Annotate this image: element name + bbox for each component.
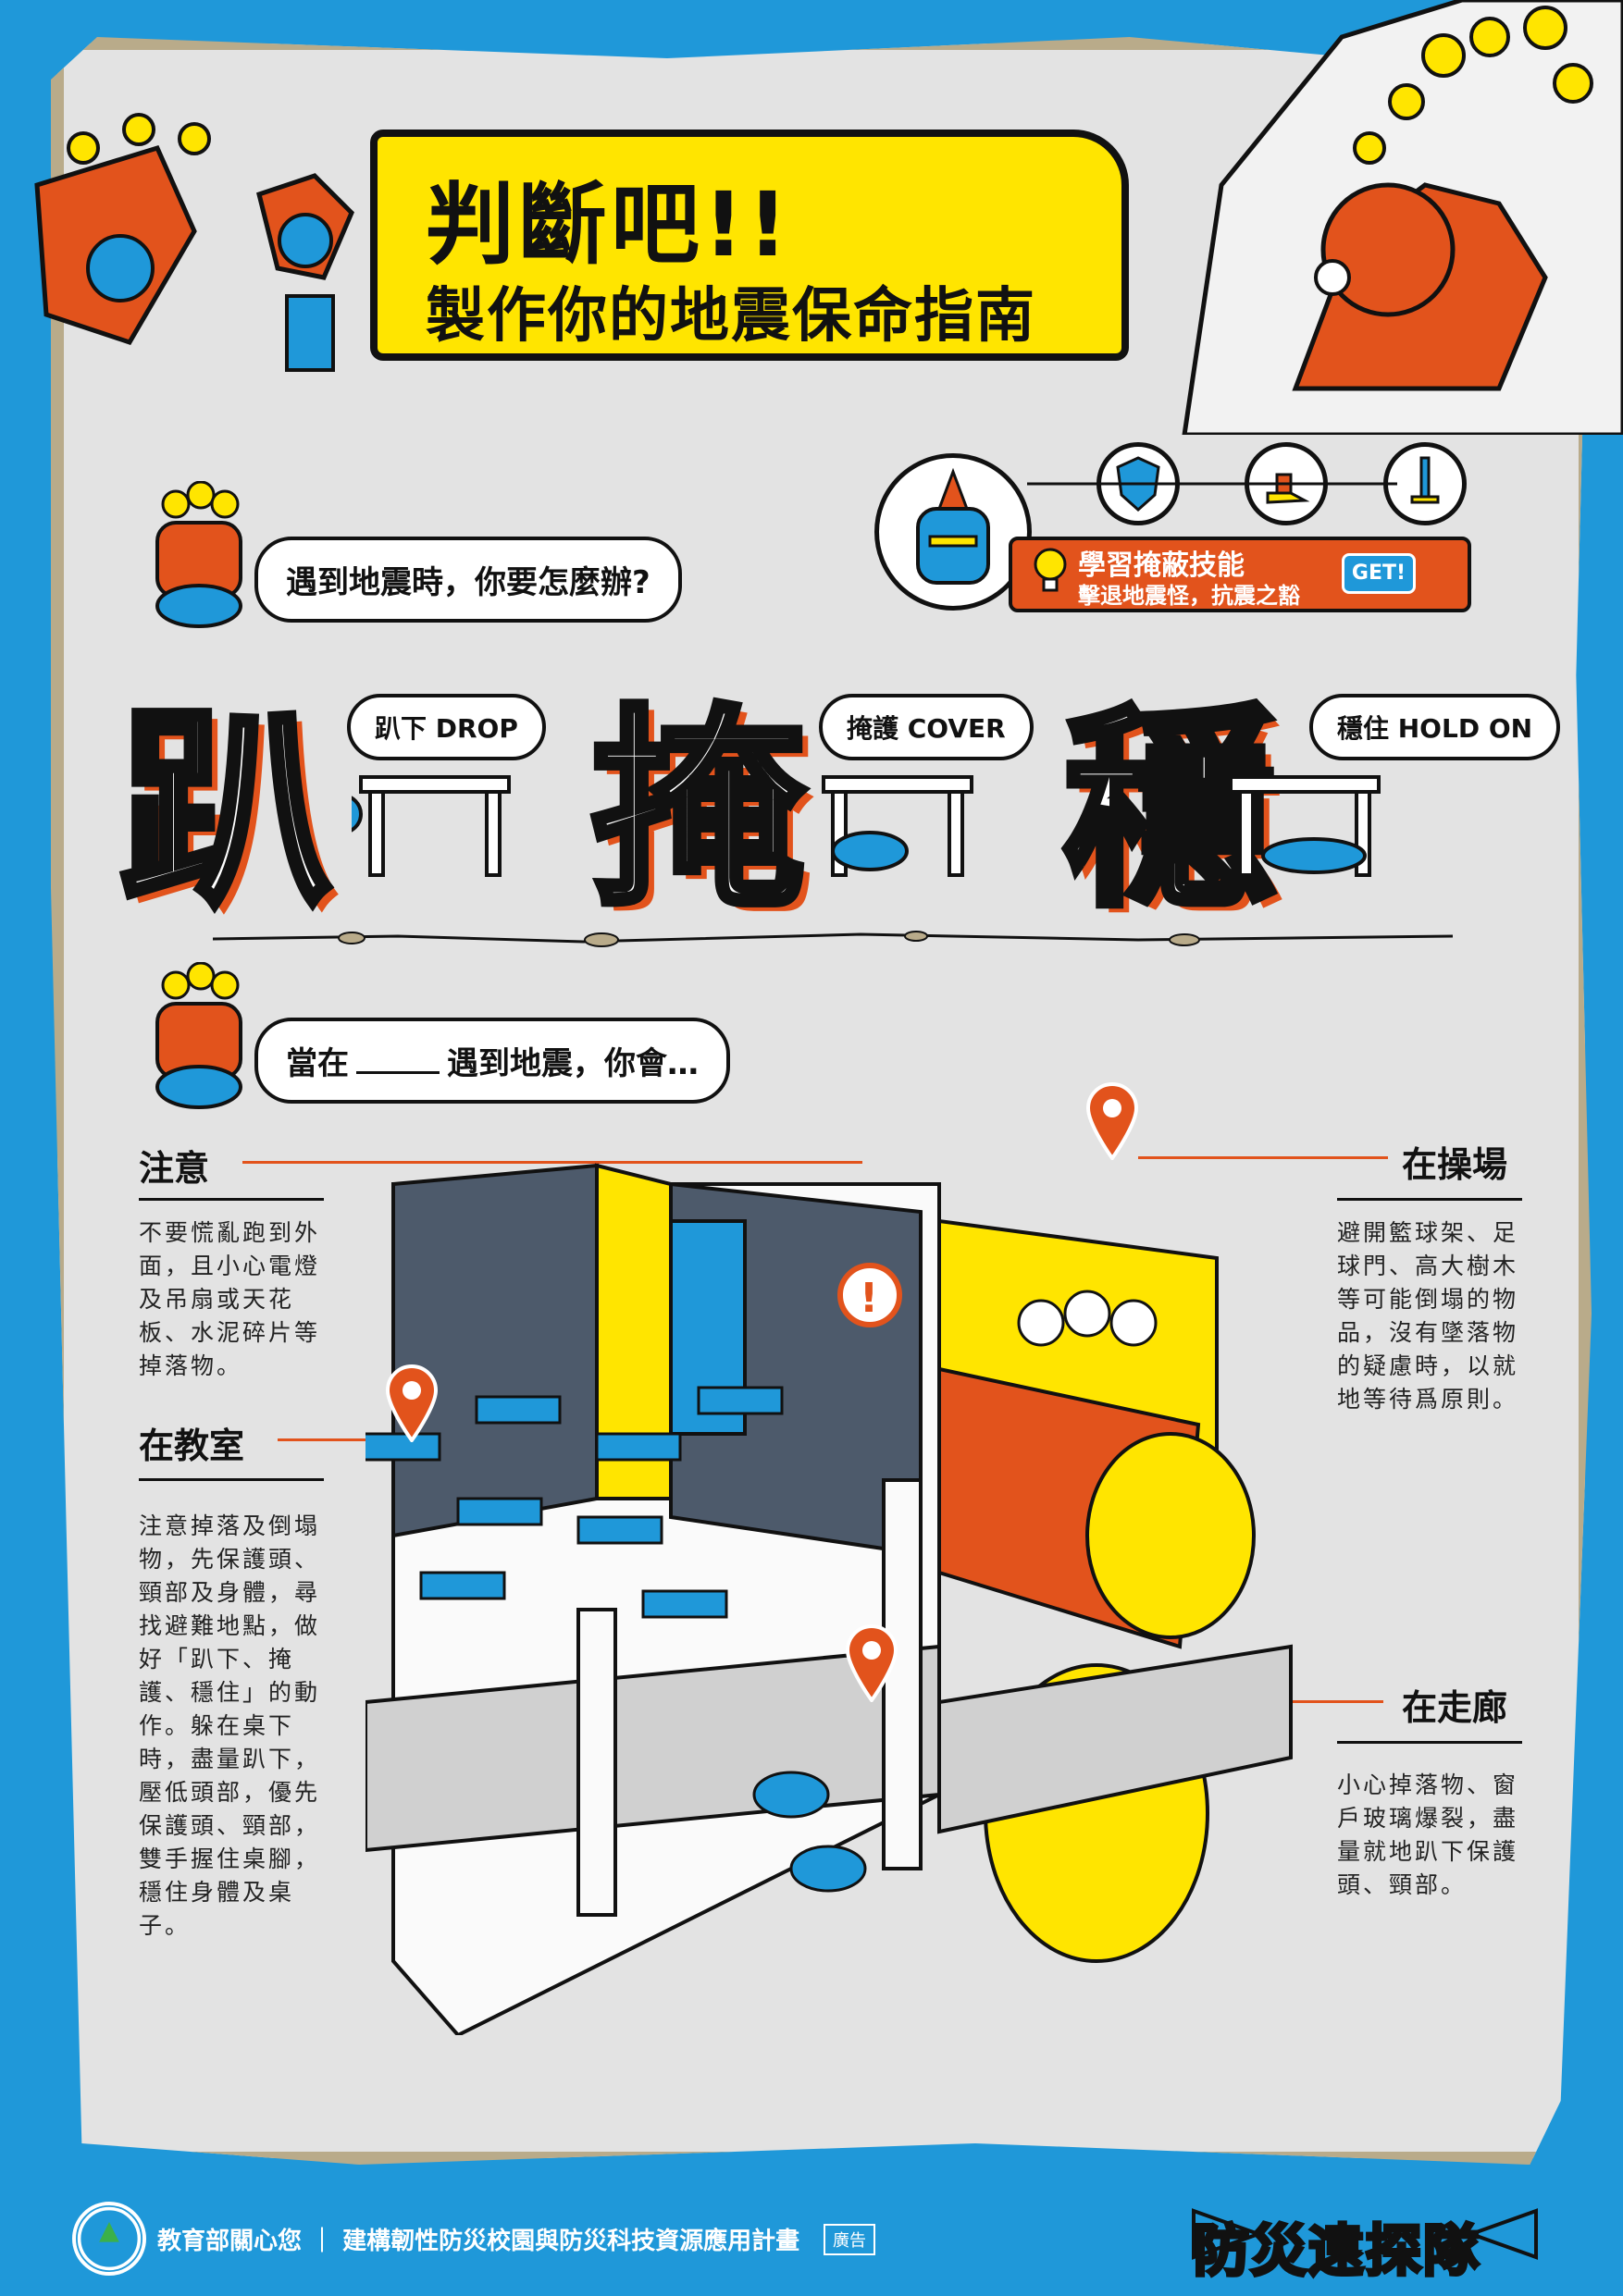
step-char-cover: 掩: [588, 685, 809, 939]
step-char-drop: 趴: [117, 685, 337, 939]
svg-text:!: !: [860, 1275, 878, 1322]
question-2-prefix: 當在: [286, 1045, 349, 1082]
corridor-rule: [1337, 1741, 1522, 1744]
bull-mascot-icon-2: [155, 962, 242, 1109]
desk-cover-illustration: [822, 775, 973, 877]
question-bubble-2: 當在 遇到地震，你會…: [254, 1018, 730, 1104]
map-pin-icon-classroom: [385, 1364, 439, 1442]
footer-ad-tag: 廣告: [824, 2224, 875, 2255]
step-label-hold: 穩住 HOLD ON: [1309, 694, 1561, 760]
page-title: 判斷吧!!: [426, 173, 792, 277]
playground-rule: [1337, 1198, 1522, 1201]
sword-icon: [1410, 456, 1440, 504]
title-banner: [370, 130, 1129, 361]
corridor-text: 小心掉落物、窗戶玻璃爆裂，盡量就地趴下保護頭、頸部。: [1337, 1771, 1519, 1898]
step-label-drop: 趴下 DROP: [347, 694, 546, 760]
knight-helmet-medal: [874, 453, 1032, 611]
lightbulb-icon: [1034, 548, 1067, 592]
desk-hold-illustration: [1229, 775, 1381, 877]
classroom-title: 在教室: [139, 1426, 245, 1466]
desk-drop-illustration: [352, 775, 511, 877]
playground-text: 避開籃球架、足球門、高大樹木等可能倒塌的物品，沒有墜落物的疑慮時，以就地等待爲原…: [1337, 1219, 1519, 1413]
skill-title: 學習掩蔽技能: [1078, 549, 1245, 582]
brand-logo-text: 防災遠探隊: [1192, 2217, 1481, 2286]
bull-and-girl-illustration: [34, 113, 354, 372]
caution-rule: [139, 1198, 324, 1201]
bull-mountain-illustration: [1182, 0, 1623, 435]
sword-medal: [1383, 442, 1467, 525]
question-bubble-1: 遇到地震時，你要怎麼辦?: [254, 537, 682, 623]
medal-connector-line: [1027, 482, 1397, 486]
caution-text: 不要慌亂跑到外面，且小心電燈及吊扇或天花板、水泥碎片等掉落物。: [139, 1219, 321, 1379]
classroom-text: 注意掉落及倒塌物，先保護頭、頸部及身體，尋找避難地點，做好「趴下、掩護、穩住」的…: [139, 1512, 321, 1939]
map-pin-icon-playground: [1085, 1082, 1139, 1160]
classroom-rule: [139, 1478, 324, 1481]
skill-subtitle: 擊退地震怪，抗震之豁: [1078, 583, 1300, 609]
question-2-blank: [356, 1071, 440, 1074]
footer-bar: [0, 2192, 1623, 2296]
helmet-icon: [916, 467, 990, 585]
playground-title: 在操場: [1402, 1144, 1508, 1185]
caution-title: 注意: [139, 1148, 210, 1189]
playground-pointer-line: [1138, 1156, 1388, 1159]
question-2-suffix: 遇到地震，你會…: [447, 1045, 699, 1082]
school-earthquake-illustration: !: [365, 1163, 1293, 2035]
step-label-cover: 掩護 COVER: [819, 694, 1034, 760]
caution-pointer-line: [242, 1161, 862, 1164]
bull-mascot-icon: [155, 481, 242, 628]
get-skill-button[interactable]: GET!: [1342, 553, 1416, 594]
wings-icon: [1192, 2208, 1538, 2260]
page-subtitle: 製作你的地震保命指南: [426, 282, 1036, 351]
ground-crack-divider: [213, 931, 1453, 947]
footer-ministry-text: 教育部關心您 ｜ 建構韌性防災校園與防災科技資源應用計畫: [157, 2228, 800, 2255]
map-pin-icon-corridor: [845, 1624, 898, 1702]
ministry-logo-icon: [72, 2202, 146, 2276]
corridor-title: 在走廊: [1402, 1687, 1508, 1728]
classroom-pointer-line: [278, 1438, 398, 1441]
